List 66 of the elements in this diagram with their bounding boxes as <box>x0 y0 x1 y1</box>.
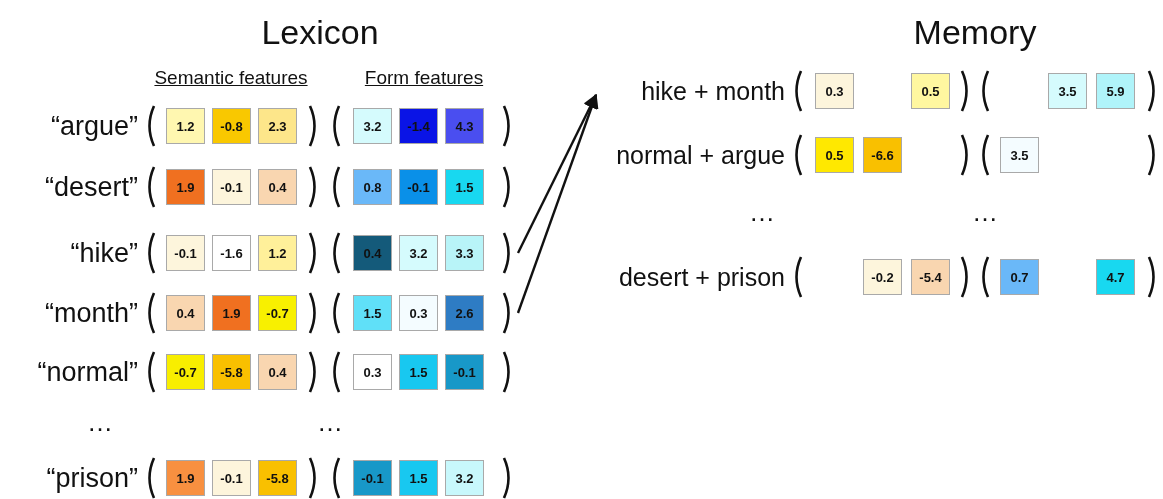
value-cell: 3.2 <box>445 460 484 496</box>
value-cell: -1.4 <box>399 108 438 144</box>
value-cell: 0.8 <box>353 169 392 205</box>
value-cell: 3.2 <box>353 108 392 144</box>
value-cell: -0.7 <box>258 295 297 331</box>
value-cell: -0.1 <box>166 235 205 271</box>
ellipsis: … <box>317 406 343 438</box>
column-header: Form features <box>364 67 484 89</box>
word-label: “argue” <box>50 110 138 143</box>
value-cell: -0.1 <box>212 169 251 205</box>
arrow <box>516 93 598 254</box>
ellipsis: … <box>972 196 998 228</box>
arrow <box>516 93 599 314</box>
panel-title: Lexicon <box>261 12 379 52</box>
value-cell: 0.3 <box>353 354 392 390</box>
word-label: “hike” <box>70 237 138 270</box>
value-cell: -0.1 <box>212 460 251 496</box>
value-cell: 5.9 <box>1096 73 1135 109</box>
value-cell: 0.5 <box>815 137 854 173</box>
value-cell: 3.5 <box>1048 73 1087 109</box>
value-cell: 0.3 <box>399 295 438 331</box>
value-cell: 3.5 <box>1000 137 1039 173</box>
value-cell: -0.7 <box>166 354 205 390</box>
value-cell: -5.8 <box>258 460 297 496</box>
value-cell: 3.2 <box>399 235 438 271</box>
value-cell: 1.5 <box>445 169 484 205</box>
value-cell: -5.4 <box>911 259 950 295</box>
value-cell: 1.5 <box>399 460 438 496</box>
ellipsis: … <box>749 196 775 228</box>
value-cell: 1.2 <box>166 108 205 144</box>
value-cell: 0.4 <box>258 354 297 390</box>
value-cell: -0.1 <box>353 460 392 496</box>
word-label: normal + argue <box>616 140 785 171</box>
word-label: “month” <box>44 297 138 330</box>
word-label: hike + month <box>641 76 785 107</box>
value-cell: 3.3 <box>445 235 484 271</box>
value-cell: -0.1 <box>445 354 484 390</box>
value-cell: 0.4 <box>166 295 205 331</box>
value-cell: -0.1 <box>399 169 438 205</box>
word-label: “normal” <box>37 356 138 389</box>
value-cell: 1.9 <box>212 295 251 331</box>
word-label: “prison” <box>46 462 138 495</box>
value-cell: -0.8 <box>212 108 251 144</box>
value-cell: -5.8 <box>212 354 251 390</box>
column-header: Semantic features <box>154 67 308 89</box>
value-cell: 1.9 <box>166 169 205 205</box>
value-cell: -1.6 <box>212 235 251 271</box>
value-cell: 1.5 <box>399 354 438 390</box>
value-cell: 0.4 <box>258 169 297 205</box>
word-label: “desert” <box>44 171 138 204</box>
value-cell: 0.4 <box>353 235 392 271</box>
value-cell: 2.3 <box>258 108 297 144</box>
ellipsis: … <box>87 406 113 438</box>
value-cell: -0.2 <box>863 259 902 295</box>
value-cell: 4.7 <box>1096 259 1135 295</box>
value-cell: 4.3 <box>445 108 484 144</box>
value-cell: 2.6 <box>445 295 484 331</box>
value-cell: 1.9 <box>166 460 205 496</box>
panel-title: Memory <box>913 12 1037 52</box>
value-cell: -6.6 <box>863 137 902 173</box>
word-label: desert + prison <box>618 262 785 293</box>
value-cell: 1.5 <box>353 295 392 331</box>
value-cell: 0.5 <box>911 73 950 109</box>
value-cell: 0.3 <box>815 73 854 109</box>
value-cell: 1.2 <box>258 235 297 271</box>
value-cell: 0.7 <box>1000 259 1039 295</box>
